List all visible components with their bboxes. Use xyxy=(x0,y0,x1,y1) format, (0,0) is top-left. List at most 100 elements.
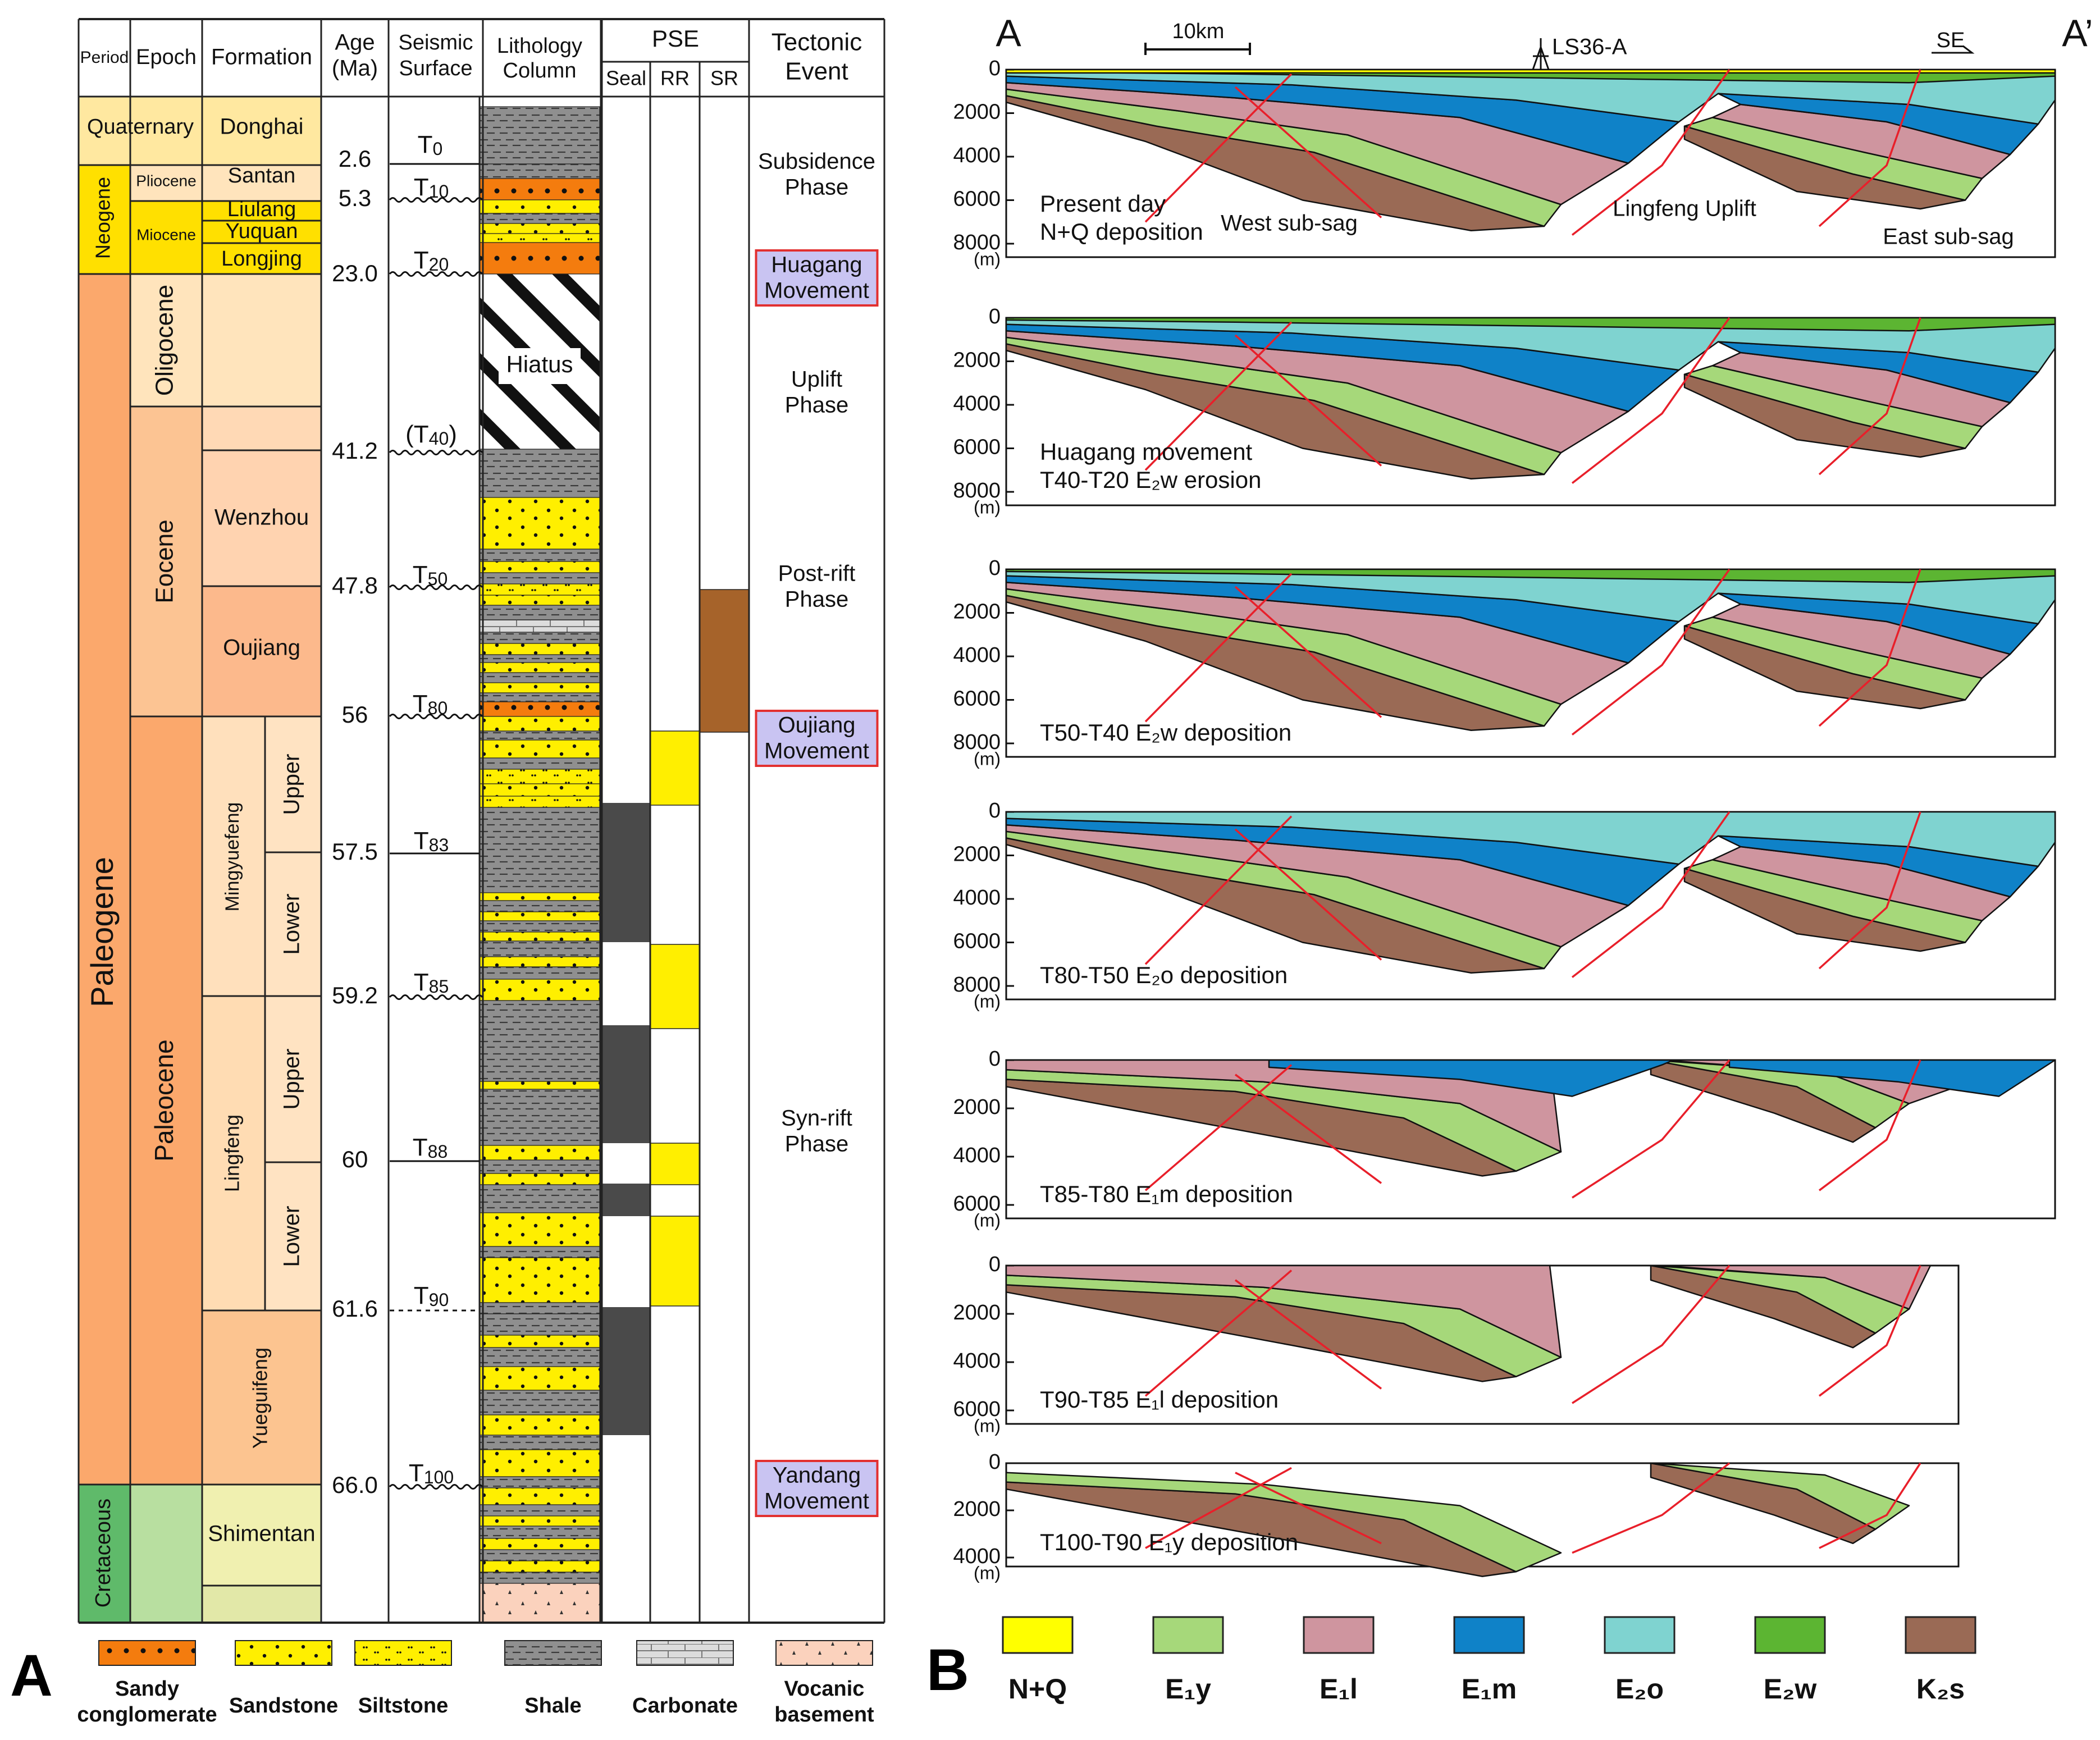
depth-unit-label: (m) xyxy=(974,991,1001,1011)
seismic-surface-label: T83 xyxy=(414,827,449,856)
depth-tick-label: 4000 xyxy=(953,886,1001,910)
seismic-surface-line xyxy=(389,197,483,203)
header-lithology: Lithology xyxy=(497,34,582,58)
legend-unit-label: N+Q xyxy=(1008,1673,1067,1705)
lithology-interval-sand xyxy=(479,561,600,573)
tectonic-event-label: Huagang xyxy=(771,253,862,277)
legend-swatch-unit xyxy=(1905,1616,1976,1654)
fault-line xyxy=(1144,1269,1293,1397)
seismic-surface-line xyxy=(389,994,483,1000)
lithology-interval-sand xyxy=(479,979,600,1001)
lithology-interval-shale xyxy=(479,1526,600,1539)
legend-label: Sandstone xyxy=(229,1694,338,1718)
lithology-interval-sand xyxy=(479,1515,600,1527)
seismic-surface-line xyxy=(389,1484,483,1490)
unit-e1m xyxy=(1728,1059,2056,1097)
seal-interval xyxy=(602,803,650,942)
section-caption: T40-T20 E₂w erosion xyxy=(1040,467,1261,493)
epoch-label: Eocene xyxy=(151,519,179,603)
section-end-right: A’ xyxy=(2062,12,2093,54)
lithology-interval-sand xyxy=(479,956,600,967)
seismic-surface-label: T10 xyxy=(414,173,449,202)
lithology-interval-sand xyxy=(479,783,600,797)
lithology-interval-shale xyxy=(479,449,600,498)
epoch-label: Oligocene xyxy=(151,285,179,396)
formation-block xyxy=(202,274,321,407)
legend-swatch-carbonate xyxy=(636,1640,734,1666)
lithology-column: Hiatus xyxy=(479,106,600,1623)
source-rock-interval xyxy=(699,589,750,733)
lithology-interval-sand xyxy=(479,1538,600,1550)
fault-line xyxy=(1572,1462,1731,1554)
depth-tick-label: 2000 xyxy=(953,1301,1001,1325)
formation-block xyxy=(202,97,321,165)
seismic-surface-label: T20 xyxy=(414,246,449,275)
fault-line xyxy=(1234,586,1382,718)
fault-line xyxy=(1145,1467,1292,1549)
fault-line xyxy=(1234,1279,1382,1390)
unit-e2w xyxy=(1005,568,2056,583)
depth-tick-label: 4000 xyxy=(953,1144,1001,1167)
seismic-surface-line xyxy=(389,271,483,277)
tectonic-event-box xyxy=(755,249,879,307)
tectonic-event-box xyxy=(755,1460,879,1517)
legend-label: basement xyxy=(774,1703,874,1727)
fault-line xyxy=(1144,815,1293,965)
legend-label: Vocanic xyxy=(784,1677,865,1701)
lithology-interval-shale xyxy=(479,730,600,741)
depth-tick-label: 0 xyxy=(989,305,1001,328)
fault-line xyxy=(1144,321,1293,471)
age-label: 56 xyxy=(342,701,368,728)
reservoir-interval xyxy=(650,1143,700,1185)
formation-label: Longjing xyxy=(221,247,302,271)
formation-block xyxy=(202,450,321,586)
lithology-interval-sand xyxy=(479,643,600,655)
depth-unit-label: (m) xyxy=(974,249,1001,269)
lithology-interval-shale xyxy=(479,1184,600,1213)
seismic-surface-label: (T40) xyxy=(405,421,457,449)
section-caption: T100-T90 E₁y deposition xyxy=(1040,1529,1298,1555)
formation-block xyxy=(202,1310,321,1485)
header-formation: Formation xyxy=(211,45,312,70)
age-label: 41.2 xyxy=(332,437,378,464)
epoch-label: Pliocene xyxy=(136,172,196,189)
fault-line xyxy=(1572,1059,1731,1199)
lithology-interval-sand xyxy=(479,1257,600,1303)
lithology-interval-shale xyxy=(479,1347,600,1367)
seismic-surface-label: T0 xyxy=(418,131,443,159)
legend-swatch-unit xyxy=(1303,1616,1375,1654)
formation-block xyxy=(202,221,321,243)
formation-label: Donghai xyxy=(220,115,303,139)
seismic-surface-label: T90 xyxy=(414,1282,449,1310)
period-label: Neogene xyxy=(92,177,115,259)
fault-line xyxy=(1234,334,1382,467)
formation-block xyxy=(202,165,321,201)
lithology-interval-cong xyxy=(479,701,600,717)
fault-line xyxy=(1818,69,1921,227)
formation-label: Lingfeng xyxy=(221,1115,244,1192)
lithology-interval-shale xyxy=(479,1504,600,1517)
header-tectonic: Event xyxy=(785,58,848,85)
lithology-interval-sand xyxy=(479,1487,600,1505)
tectonic-event-label: Subsidence xyxy=(758,149,875,174)
well-label: LS36-A xyxy=(1552,35,1627,60)
unit-e1l xyxy=(1661,1264,1932,1310)
lithology-interval-shale xyxy=(479,106,600,165)
seal-interval xyxy=(602,1025,650,1143)
lithology-interval-sand xyxy=(479,1081,600,1090)
depth-tick-label: 8000 xyxy=(953,231,1001,254)
age-label: 66.0 xyxy=(332,1472,378,1498)
tectonic-event-label: Movement xyxy=(764,739,869,764)
tectonic-event-label: Uplift xyxy=(791,367,842,392)
lithology-interval-sand xyxy=(479,931,600,942)
depth-tick-label: 2000 xyxy=(953,1497,1001,1521)
seismic-surface-line xyxy=(389,714,483,719)
lithology-interval-shale xyxy=(479,900,600,912)
depth-tick-label: 4000 xyxy=(953,1349,1001,1373)
section-caption: N+Q deposition xyxy=(1040,218,1203,245)
